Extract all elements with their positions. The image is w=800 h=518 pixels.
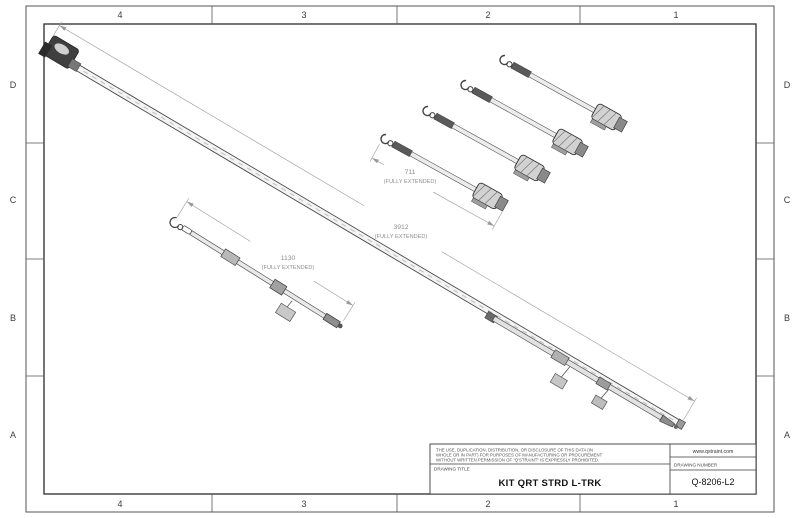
track-belt-overlay — [484, 310, 679, 429]
zone-col-bottom-4: 4 — [117, 499, 122, 509]
zone-row-right-d: D — [784, 80, 791, 90]
legal-line-1: THE USE, DUPLICATION, DISTRIBUTION, OR D… — [436, 448, 593, 453]
title-block: THE USE, DUPLICATION, DISTRIBUTION, OR D… — [429, 443, 757, 495]
drawing-title-label: DRAWING TITLE — [434, 467, 470, 472]
drawing-title: KIT QRT STRD L-TRK — [498, 478, 601, 489]
l-track-assembly — [38, 21, 697, 430]
retractor-assembly-2 — [416, 100, 553, 190]
retractor-assembly-3 — [454, 74, 591, 164]
drawing-number-label: DRAWING NUMBER — [674, 463, 718, 468]
dim-strap-value: 1130 — [281, 255, 296, 262]
belt-hook — [169, 216, 180, 229]
dim-strap-note: (FULLY EXTENDED) — [262, 265, 315, 271]
dim-retractor-value: 711 — [405, 169, 416, 176]
retractor-assembly-1 — [374, 128, 511, 218]
belt-adjuster — [220, 248, 241, 267]
zone-row-left-a: A — [10, 430, 16, 440]
belt-webbing — [189, 230, 327, 319]
zone-row-left-b: B — [10, 313, 16, 323]
legal-line-2: WHOLE OR IN PART) FOR PURPOSES OF MANUFA… — [436, 453, 603, 458]
zone-row-left-c: C — [10, 195, 17, 205]
zone-ticks — [26, 6, 774, 512]
website-link[interactable]: www.qstraint.com — [693, 449, 734, 455]
track-end-fitting — [38, 35, 82, 72]
dim-retractor-lines — [369, 143, 503, 230]
zone-row-left-d: D — [10, 80, 17, 90]
l-track-slots — [74, 65, 676, 422]
zone-col-bottom-1: 1 — [673, 499, 678, 509]
dim-strap-lines — [176, 198, 356, 321]
dim-track-value: 3912 — [393, 224, 408, 231]
zone-col-top-2: 2 — [485, 10, 490, 20]
zone-row-right-b: B — [784, 313, 790, 323]
drawing-number: Q-8206-L2 — [691, 477, 734, 487]
belt-buckle — [269, 278, 288, 296]
dim-track-lines — [52, 21, 697, 421]
zone-col-bottom-3: 3 — [301, 499, 306, 509]
dim-track-note: (FULLY EXTENDED) — [375, 234, 428, 240]
l-track-rail — [65, 58, 684, 428]
retractor-assembly-4 — [493, 49, 630, 139]
lap-belt-assembly — [169, 198, 356, 329]
zone-row-right-a: A — [784, 430, 790, 440]
title-block-outline — [429, 443, 757, 495]
dim-retractor-note: (FULLY EXTENDED) — [384, 179, 437, 185]
zone-col-top-3: 3 — [301, 10, 306, 20]
legal-line-3: WITHOUT WRITTEN PERMISSION OF "Q'STRAINT… — [436, 458, 599, 463]
zone-col-top-4: 4 — [117, 10, 122, 20]
zone-row-right-c: C — [784, 195, 791, 205]
zone-col-top-1: 1 — [673, 10, 678, 20]
belt-end-fitting — [322, 312, 341, 329]
belt-tongue — [274, 302, 297, 323]
zone-col-bottom-2: 2 — [485, 499, 490, 509]
